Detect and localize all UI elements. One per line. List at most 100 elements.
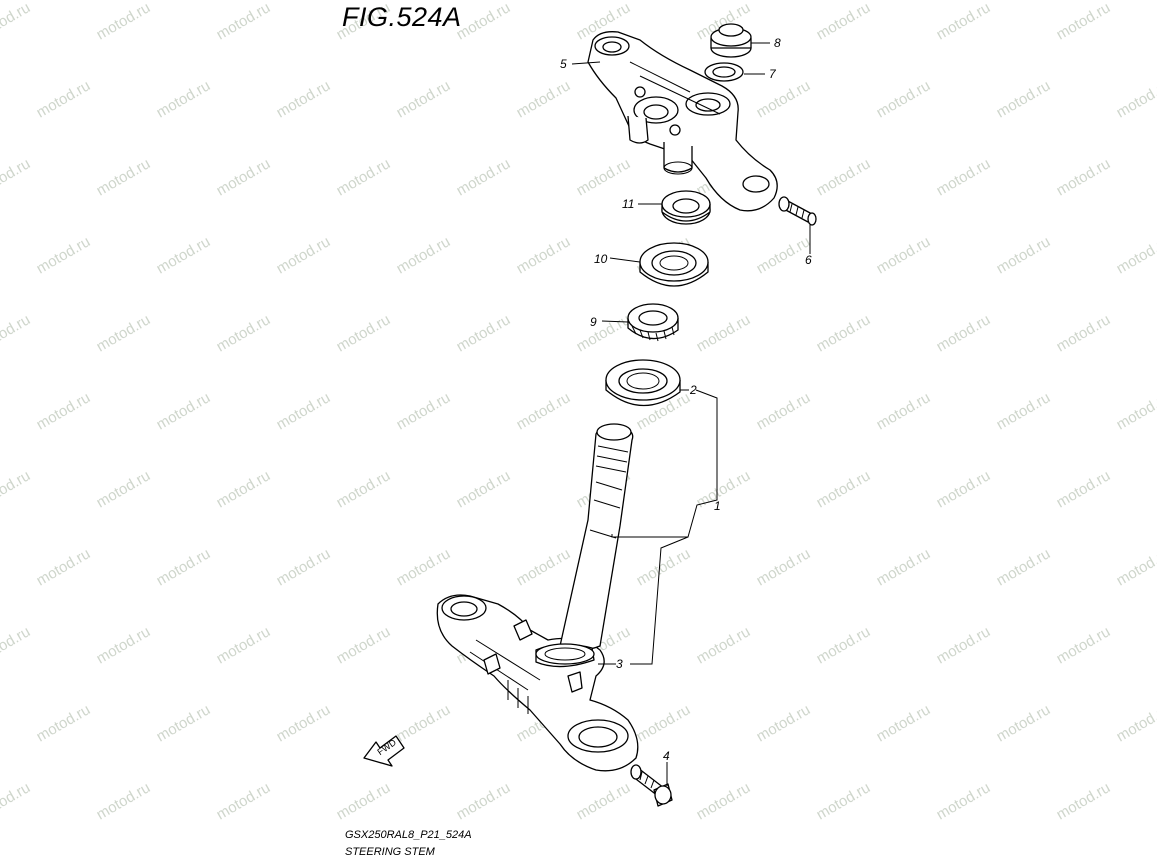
watermark-text: motod.ru (154, 545, 214, 589)
watermark-text: motod.ru (0, 623, 33, 667)
part-1-steering-stem[interactable] (436, 423, 639, 772)
watermark-text: motod.ru (1054, 155, 1114, 199)
watermark-text: motod.ru (934, 311, 994, 355)
watermark-text: motod.ru (1054, 623, 1114, 667)
watermark-text: motod.ru (1054, 311, 1114, 355)
watermark-text: motod.ru (94, 467, 154, 511)
watermark-text: motod.ru (1114, 77, 1157, 121)
watermark-text: motod.ru (34, 77, 94, 121)
part-11-stem-nut[interactable] (661, 190, 711, 225)
watermark-text: motod.ru (94, 155, 154, 199)
callout-5[interactable]: 5 (560, 57, 567, 71)
watermark-text: motod.ru (754, 545, 814, 589)
watermark-text: motod.ru (814, 779, 874, 823)
callout-6[interactable]: 6 (805, 253, 812, 267)
watermark-text: motod.ru (0, 467, 33, 511)
part-10-upper-race[interactable] (639, 242, 709, 287)
watermark-text: motod.ru (94, 779, 154, 823)
watermark-text: motod.ru (274, 233, 334, 277)
watermark-text: motod.ru (514, 389, 574, 433)
callout-10[interactable]: 10 (594, 252, 608, 266)
watermark-text: motod.ru (94, 311, 154, 355)
watermark-text: motod.ru (574, 155, 634, 199)
watermark-text: motod.ru (274, 77, 334, 121)
watermark-text: motod.ru (814, 623, 874, 667)
figure-title: FIG.524A (342, 2, 462, 32)
watermark-text: motod.ru (874, 389, 934, 433)
watermark-text: motod.ru (454, 311, 514, 355)
watermark-text: motod.ru (574, 779, 634, 823)
watermark-text: motod.ru (454, 0, 514, 43)
watermark-text: motod.ru (34, 701, 94, 745)
part-2-lower-race[interactable] (605, 359, 681, 407)
watermark-text: motod.ru (94, 623, 154, 667)
callout-7[interactable]: 7 (769, 67, 777, 81)
watermark-text: motod.ru (0, 311, 33, 355)
watermark-text: motod.ru (274, 389, 334, 433)
part-9-bearing[interactable] (627, 303, 679, 342)
watermark-text: motod.ru (874, 545, 934, 589)
watermark-text: motod.ru (34, 545, 94, 589)
watermark-text: motod.ru (154, 389, 214, 433)
watermark-text: motod.ru (1114, 233, 1157, 277)
watermark-text: motod.ru (0, 155, 33, 199)
callout-3[interactable]: 3 (616, 657, 623, 671)
callout-11[interactable]: 11 (622, 197, 634, 211)
watermark-text: motod.ru (934, 0, 994, 43)
watermark-text: motod.ru (634, 701, 694, 745)
part-6-bolt[interactable] (778, 196, 817, 226)
callout-2[interactable]: 2 (689, 383, 697, 397)
watermark-text: motod.ru (1114, 545, 1157, 589)
watermark-text: motod.ru (814, 311, 874, 355)
watermark-text: motod.ru (274, 701, 334, 745)
part-4-bolt[interactable] (630, 764, 673, 807)
watermark-text: motod.ru (214, 0, 274, 43)
watermark-text: motod.ru (994, 233, 1054, 277)
watermark-text: motod.ru (694, 623, 754, 667)
watermark-text: motod.ru (514, 77, 574, 121)
watermark-text: motod.ru (334, 779, 394, 823)
callout-9[interactable]: 9 (590, 315, 597, 329)
part-7-washer[interactable] (704, 62, 744, 82)
watermark-text: motod.ru (694, 779, 754, 823)
callout-8[interactable]: 8 (774, 36, 781, 50)
watermark-text: motod.ru (694, 467, 754, 511)
watermark-text: motod.ru (334, 155, 394, 199)
watermark-text: motod.ru (34, 389, 94, 433)
watermark-text: motod.ru (214, 467, 274, 511)
watermark-text: motod.ru (154, 701, 214, 745)
watermark-text: motod.ru (334, 623, 394, 667)
watermark-text: motod.ru (454, 467, 514, 511)
part-8-cap-nut[interactable] (710, 23, 752, 58)
watermark-text: motod.ru (994, 77, 1054, 121)
watermark-text: motod.ru (754, 701, 814, 745)
watermark-text: motod.ru (334, 311, 394, 355)
watermark-text: motod.ru (814, 467, 874, 511)
figure-name: STEERING STEM (345, 846, 435, 858)
watermark-text: motod.ru (934, 779, 994, 823)
watermark-text: motod.ru (214, 779, 274, 823)
watermark-text: motod.ru (994, 701, 1054, 745)
watermark-text: motod.ru (574, 311, 634, 355)
watermark-text: motod.ru (394, 233, 454, 277)
watermark-text: motod.ru (394, 77, 454, 121)
watermark-text: motod.ru (154, 233, 214, 277)
watermark-text: motod.ru (1054, 0, 1114, 43)
watermark-text: motod.ru (394, 389, 454, 433)
watermark-text: motod.ru (1054, 779, 1114, 823)
leader-lines (571, 42, 811, 786)
watermark-text: motod.ru (814, 0, 874, 43)
watermark-text: motod.ru (814, 155, 874, 199)
watermark-text: motod.ru (754, 389, 814, 433)
watermark-text: motod.ru (394, 545, 454, 589)
callout-4[interactable]: 4 (663, 749, 670, 763)
part-5-upper-bracket[interactable] (587, 31, 778, 212)
watermark-text: motod.ru (1054, 467, 1114, 511)
watermark-text: motod.ru (394, 701, 454, 745)
watermark-text: motod.ru (334, 467, 394, 511)
forward-direction-arrow: FWD (363, 735, 405, 767)
callout-1[interactable]: 1 (714, 499, 721, 513)
watermark-text: motod.ru (0, 0, 33, 43)
watermark-text: motod.ru (994, 389, 1054, 433)
